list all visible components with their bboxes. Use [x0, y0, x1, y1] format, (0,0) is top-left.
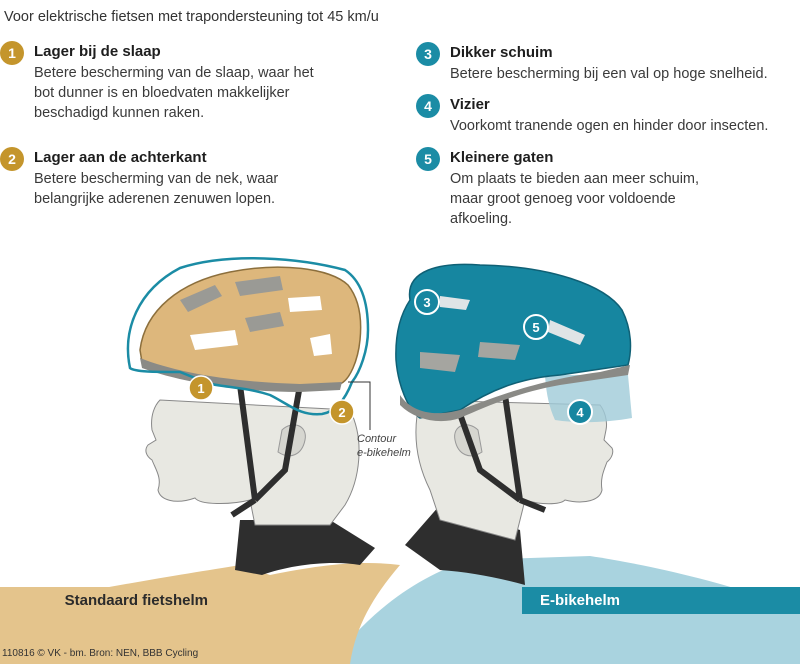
item-description-line: bot dunner is en bloedvaten makkelijker — [34, 85, 290, 101]
marker-3-label: 3 — [423, 295, 430, 310]
standard-helmet-vent — [190, 330, 238, 350]
ebike-helmet-rim — [400, 365, 630, 422]
marker-4-label: 4 — [576, 405, 584, 420]
item-description-1: Betere bescherming van de slaap, waar he… — [34, 63, 314, 123]
ebike-person — [330, 263, 800, 664]
contour-annotation-line: Contour — [357, 433, 397, 445]
item-description-line: Om plaats te bieden aan meer schuim, — [450, 171, 700, 187]
item-description-3: Betere bescherming bij een val op hoge s… — [450, 64, 768, 84]
marker-4: 4 — [567, 399, 593, 425]
subtitle: Voor elektrische fietsen met traponderst… — [4, 9, 379, 25]
ebike-helmet-vent — [478, 342, 520, 360]
number-badge-5: 5 — [416, 147, 440, 171]
number-badge-1: 1 — [0, 41, 24, 65]
marker-2-label: 2 — [338, 405, 345, 420]
standard-strap — [230, 384, 303, 518]
standard-helmet-vent — [235, 276, 283, 296]
item-description-line: Betere bescherming bij een val op hoge s… — [450, 66, 768, 82]
ebike-helmet-label: E-bikehelm — [522, 587, 800, 614]
ebike-strap — [452, 394, 547, 513]
number-badge-2: 2 — [0, 147, 24, 171]
number-badge-4: 4 — [416, 94, 440, 118]
standard-helmet-vent — [245, 312, 284, 332]
marker-3: 3 — [414, 289, 440, 315]
item-title-5: Kleinere gaten — [450, 149, 554, 166]
number-badge-3: 3 — [416, 42, 440, 66]
item-description-line: afkoeling. — [450, 211, 513, 227]
item-title-4: Vizier — [450, 96, 490, 113]
item-title-1: Lager bij de slaap — [34, 43, 161, 60]
standard-helmet-rim — [140, 358, 342, 392]
item-description-2: Betere bescherming van de nek, waar bela… — [34, 169, 278, 209]
ebike-helmet-vent — [440, 296, 470, 310]
item-description-5: Om plaats te bieden aan meer schuim, maa… — [450, 169, 699, 229]
item-title-3: Dikker schuim — [450, 44, 553, 61]
ebike-visor — [545, 375, 632, 423]
item-description-line: beschadigd kunnen raken. — [34, 105, 205, 121]
item-title-2: Lager aan de achterkant — [34, 149, 207, 166]
standard-collar — [235, 520, 375, 575]
contour-annotation-line: e-bikehelm — [357, 447, 411, 459]
item-description-line: belangrijke aderenen zenuwen lopen. — [34, 191, 276, 207]
item-description-line: Voorkomt tranende ogen en hinder door in… — [450, 118, 769, 134]
marker-5: 5 — [523, 314, 549, 340]
contour-annotation: Contour e-bikehelm — [357, 432, 411, 460]
marker-1-label: 1 — [197, 381, 204, 396]
standard-helmet-label: Standaard fietshelm — [0, 587, 262, 614]
standard-helmet-vent — [310, 334, 332, 356]
standard-helmet-vent — [180, 285, 222, 312]
marker-5-label: 5 — [532, 320, 539, 335]
marker-2: 2 — [329, 399, 355, 425]
contour-leader-line — [348, 381, 371, 430]
item-description-line: maar groot genoeg voor voldoende — [450, 191, 676, 207]
item-description-line: Betere bescherming van de slaap, waar he… — [34, 65, 314, 81]
ebike-contour-outline — [126, 257, 370, 416]
ebike-helmet-vent — [420, 352, 460, 372]
ebike-helmet-vent — [548, 320, 585, 345]
item-description-line: Betere bescherming van de nek, waar — [34, 171, 279, 187]
standard-helmet-vent — [288, 296, 322, 312]
source-credit: 110816 © VK - bm. Bron: NEN, BBB Cycling — [2, 648, 199, 659]
marker-1: 1 — [188, 375, 214, 401]
item-description-4: Voorkomt tranende ogen en hinder door in… — [450, 116, 768, 136]
